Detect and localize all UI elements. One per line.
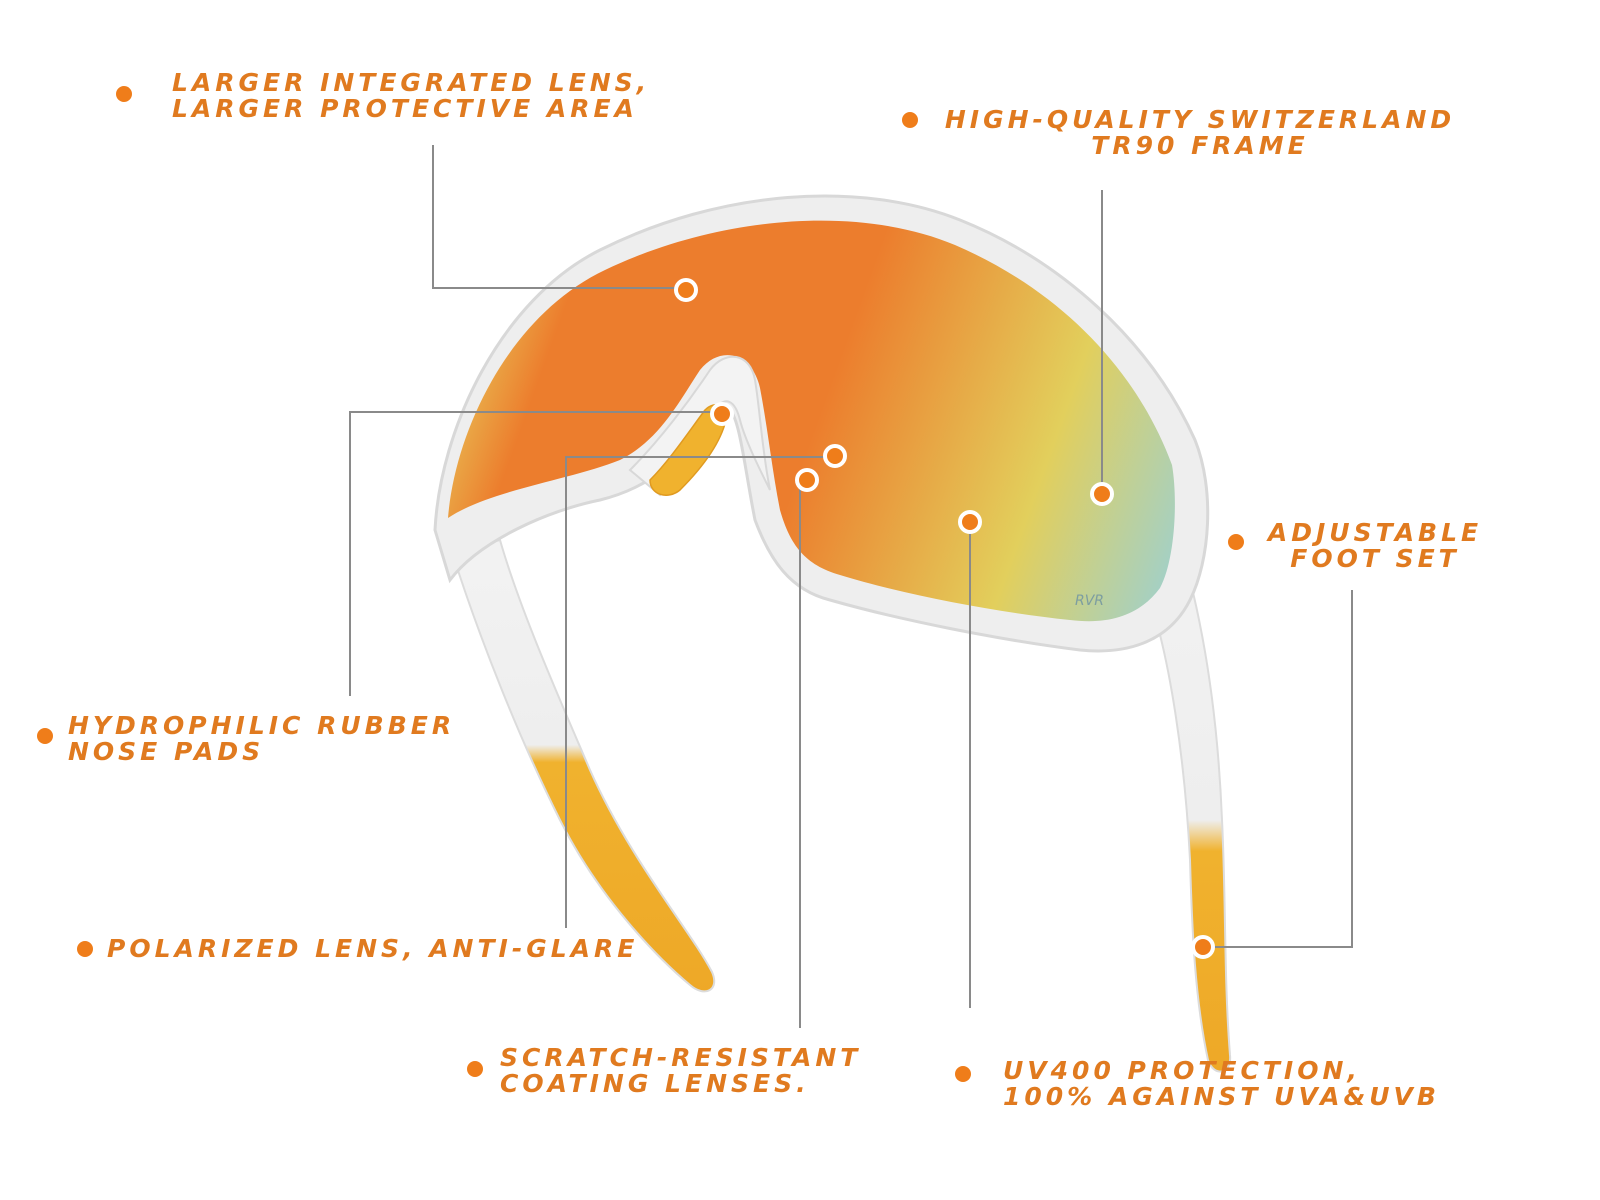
leader-larger-lens xyxy=(432,145,676,289)
lens xyxy=(448,220,1175,622)
callout-uv400-line1: UV400 protection, xyxy=(1003,1056,1361,1085)
marker-nose-pads xyxy=(710,402,734,426)
callout-larger-lens: Larger integrated lens, larger protectiv… xyxy=(172,70,650,122)
bullet-adjustable-foot xyxy=(1228,534,1244,550)
callout-nose-pads: Hydrophilic rubber nose pads xyxy=(68,713,455,765)
bullet-nose-pads xyxy=(37,728,53,744)
callout-uv400-line2: 100% against UVA&UVB xyxy=(1003,1082,1440,1111)
callout-adjustable-foot-line2: foot set xyxy=(1290,544,1460,573)
callout-tr90-frame-line1: High-quality Switzerland xyxy=(944,105,1456,134)
callout-tr90-frame-line2: TR90 frame xyxy=(1091,131,1309,160)
lens-logo: RVR xyxy=(1075,593,1104,609)
callout-nose-pads-line2: nose pads xyxy=(68,737,265,766)
callout-polarized: Polarized lens, anti-glare xyxy=(107,936,638,962)
callout-scratch-line2: coating lenses. xyxy=(500,1069,810,1098)
marker-polarized xyxy=(823,444,847,468)
right-temple xyxy=(1148,578,1232,1073)
bullet-scratch xyxy=(467,1061,483,1077)
callout-scratch-line1: Scratch-resistant xyxy=(500,1043,862,1072)
bullet-polarized xyxy=(77,941,93,957)
bullet-larger-lens xyxy=(116,86,132,102)
bullet-tr90-frame xyxy=(902,112,918,128)
callout-polarized-line1: Polarized lens, anti-glare xyxy=(107,934,639,963)
marker-uv400 xyxy=(958,510,982,534)
callout-larger-lens-line1: Larger integrated lens, xyxy=(172,68,651,97)
marker-larger-lens xyxy=(674,278,698,302)
leader-polarized xyxy=(565,456,826,928)
callout-scratch: Scratch-resistant coating lenses. xyxy=(500,1045,861,1097)
callout-nose-pads-line1: Hydrophilic rubber xyxy=(68,711,456,740)
callout-adjustable-foot-line1: Adjustable xyxy=(1267,518,1483,547)
callout-larger-lens-line2: larger protective area xyxy=(172,94,638,123)
callout-adjustable-foot: Adjustable foot set xyxy=(1255,520,1495,572)
marker-tr90-frame xyxy=(1090,482,1114,506)
marker-scratch xyxy=(795,468,819,492)
leader-nose-pads xyxy=(349,411,712,696)
left-temple xyxy=(450,538,716,993)
callout-tr90-frame: High-quality Switzerland TR90 frame xyxy=(925,107,1475,159)
marker-adjustable-foot xyxy=(1191,935,1215,959)
leader-adjustable-foot xyxy=(1211,590,1353,948)
bullet-uv400 xyxy=(955,1066,971,1082)
callout-uv400: UV400 protection, 100% against UVA&UVB xyxy=(1003,1058,1440,1110)
